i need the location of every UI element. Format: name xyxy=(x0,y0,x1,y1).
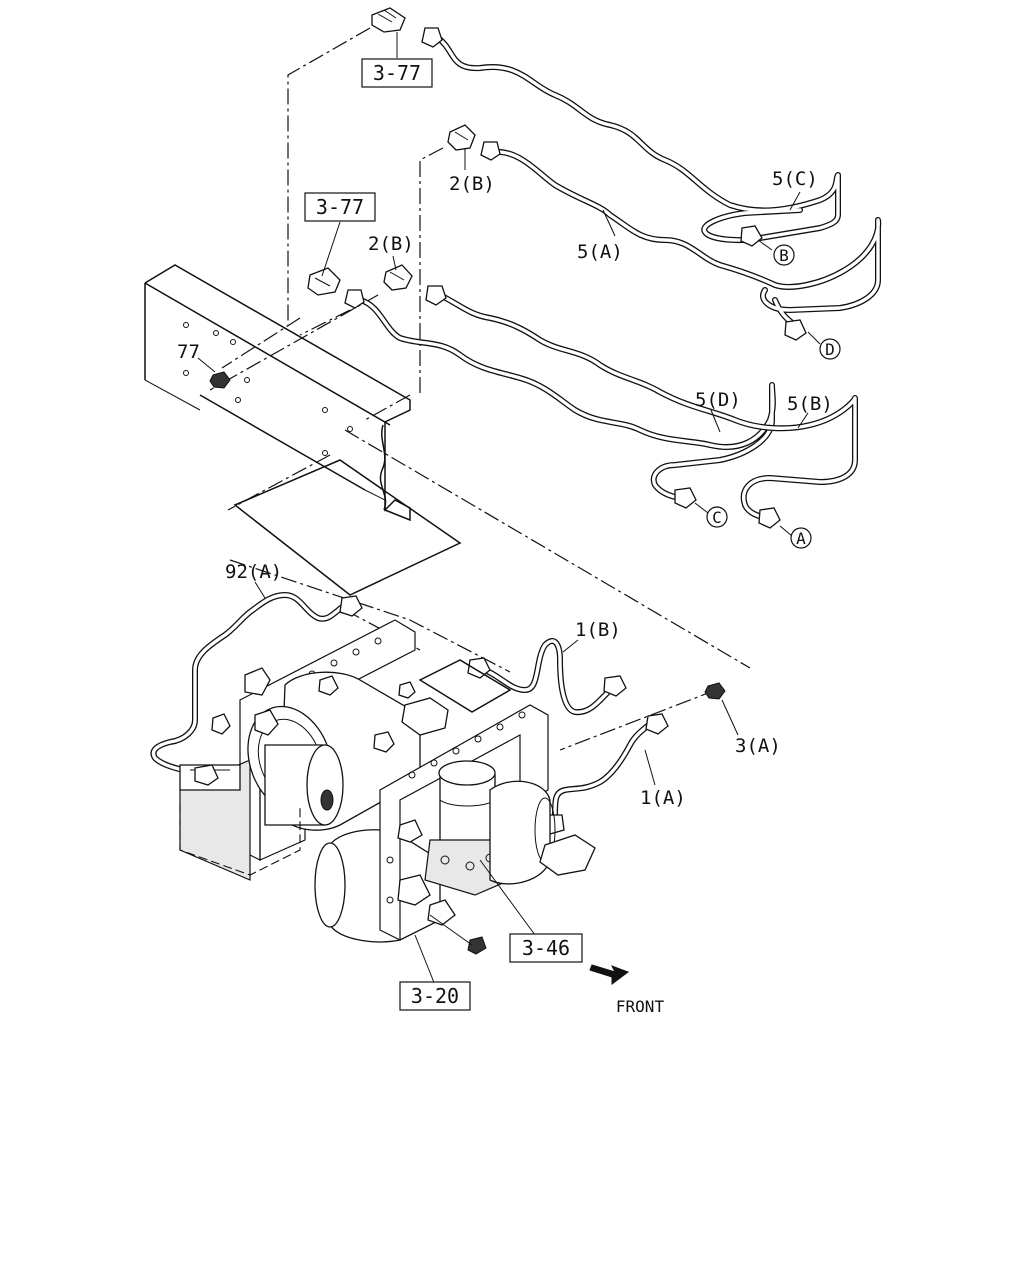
valve-block-center xyxy=(318,675,449,843)
valve-block-left xyxy=(211,667,279,736)
ref-box-3-77-mid xyxy=(304,192,376,222)
label-5b: 5(B) xyxy=(787,393,833,415)
label-92a: 92(A) xyxy=(225,561,282,583)
pipe-1a xyxy=(552,717,658,818)
pipe-5a xyxy=(492,148,882,328)
fittings-upper xyxy=(209,7,807,529)
end-fitting-a xyxy=(758,507,781,529)
label-1a: 1(A) xyxy=(640,787,686,809)
hidden-plate xyxy=(179,805,301,876)
svg-text:B: B xyxy=(779,246,789,265)
nut-77 xyxy=(209,371,231,389)
ref-box-3-77-top xyxy=(361,58,433,88)
end-fitting-c xyxy=(674,487,697,509)
nut-5d xyxy=(344,289,365,309)
nut-5a xyxy=(480,141,501,161)
pipe-5b xyxy=(437,292,858,521)
valve-block-lower xyxy=(397,834,596,955)
label-3a: 3(A) xyxy=(735,735,781,757)
pipe-1b xyxy=(477,638,613,716)
fitting-1b-b xyxy=(603,675,627,697)
bracket-right xyxy=(379,704,549,941)
label-5a: 5(A) xyxy=(577,241,623,263)
nut-5b xyxy=(425,285,447,306)
end-fitting-b xyxy=(740,225,763,247)
air-dryer xyxy=(424,760,511,896)
ref-3-46: 3-46 xyxy=(522,936,570,960)
union-2b-upper xyxy=(447,124,476,151)
front-label: FRONT xyxy=(616,997,665,1016)
cross-tube xyxy=(179,764,241,791)
label-5c: 5(C) xyxy=(772,168,818,190)
ref-3-77-top: 3-77 xyxy=(373,61,421,85)
ref-3-77-mid: 3-77 xyxy=(316,195,364,219)
union-2b-lower xyxy=(383,264,413,291)
svg-text:C: C xyxy=(712,508,722,527)
svg-text:A: A xyxy=(796,529,806,548)
leader-lines xyxy=(209,27,751,751)
bracket-holes-right xyxy=(386,711,526,904)
nut-3a xyxy=(704,682,726,700)
tee-fitting-mid xyxy=(307,267,341,296)
ref-box-3-20 xyxy=(399,981,471,1011)
pipe-5c xyxy=(435,35,841,243)
marker-b: B xyxy=(773,244,795,266)
label-leaders xyxy=(197,32,821,986)
pipe-5d xyxy=(357,297,776,501)
nut-top xyxy=(421,27,443,48)
end-fitting-d xyxy=(784,319,807,341)
label-1b: 1(B) xyxy=(575,619,621,641)
marker-d: D xyxy=(819,338,841,360)
marker-c: C xyxy=(706,506,728,528)
bracket-plate xyxy=(233,459,462,596)
label-5d: 5(D) xyxy=(695,389,741,411)
fitting-92a xyxy=(339,595,363,617)
lower-assembly xyxy=(150,592,726,955)
label-2b-upper: 2(B) xyxy=(449,173,495,195)
front-arrow-icon xyxy=(589,964,630,985)
label-2b-lower: 2(B) xyxy=(368,233,414,255)
frame-rail xyxy=(144,264,411,522)
marker-a: A xyxy=(790,527,812,549)
ref-3-20: 3-20 xyxy=(411,984,459,1008)
tee-fitting-top xyxy=(371,7,406,33)
pipe-92a xyxy=(150,592,353,775)
fitting-1b-a xyxy=(467,657,491,679)
center-plate xyxy=(418,659,512,713)
label-77: 77 xyxy=(177,341,200,363)
svg-text:D: D xyxy=(825,340,835,359)
air-tank-right xyxy=(489,780,556,885)
fitting-1a-top xyxy=(645,713,669,735)
ref-box-3-46 xyxy=(509,933,583,963)
air-tank-small xyxy=(264,744,344,826)
